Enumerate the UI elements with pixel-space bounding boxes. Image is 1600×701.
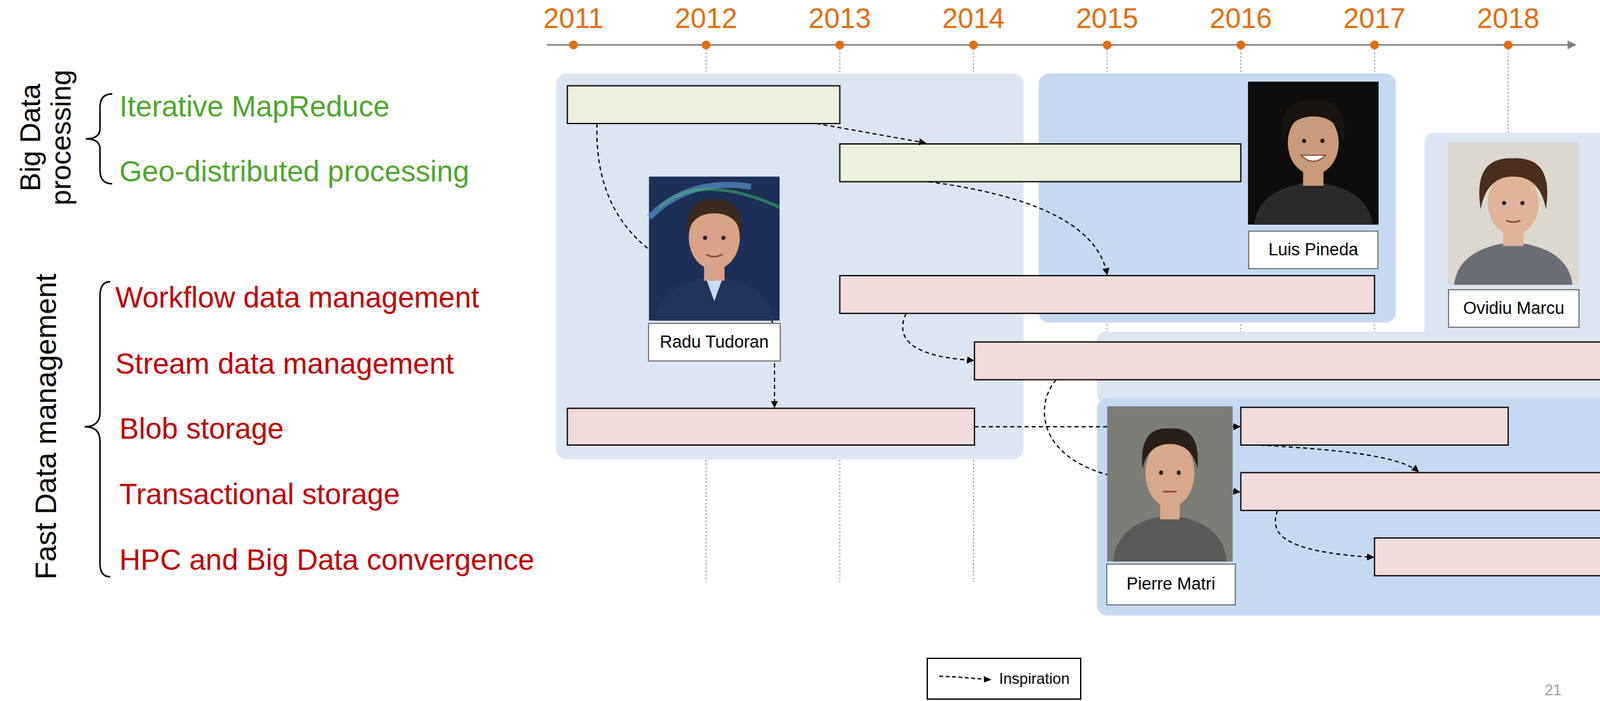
time-axis	[546, 43, 1576, 46]
name-box: Luis Pineda	[1248, 230, 1379, 270]
year-label: 2014	[942, 3, 1005, 34]
legend-arrowhead	[983, 675, 992, 683]
period-panel	[1097, 397, 1600, 616]
topic-label: Transactional storage	[119, 477, 401, 511]
legend-entry: Inspiration	[938, 669, 1070, 688]
group-brace	[84, 94, 113, 577]
name-box: Radu Tudoran	[647, 322, 781, 362]
inspiration-arrows	[596, 123, 1419, 557]
legend-text: Inspiration	[999, 669, 1070, 688]
topic-label: Stream data management	[115, 346, 454, 380]
year-label: 2013	[808, 3, 872, 34]
portrait-photo	[1447, 141, 1579, 285]
name-box: Ovidiu Marcu	[1447, 288, 1580, 328]
year-label: 2011	[543, 3, 604, 34]
topic-label: Blob storage	[119, 412, 284, 445]
portrait-photo	[649, 176, 780, 321]
year-label: 2016	[1209, 3, 1273, 34]
legend-swatch	[938, 671, 993, 686]
name-box: Pierre Matri	[1106, 563, 1236, 606]
group-title: Big Data processing	[15, 64, 78, 211]
activity-bars	[567, 85, 1600, 576]
person-name: Ovidiu Marcu	[1463, 298, 1565, 319]
year-label: 2017	[1343, 3, 1406, 34]
person-name: Pierre Matri	[1126, 574, 1216, 594]
year-label: 2012	[675, 3, 738, 34]
year-dots	[568, 40, 1513, 50]
legend-box: Inspiration	[926, 657, 1082, 700]
topic-label: Iterative MapReduce	[119, 89, 390, 123]
person-name: Luis Pineda	[1268, 239, 1359, 260]
year-label: 2018	[1477, 3, 1540, 34]
topic-label: HPC and Big Data convergence	[119, 542, 535, 576]
portrait-photo	[1107, 406, 1233, 562]
person-name: Radu Tudoran	[659, 332, 769, 352]
portrait-photo	[1248, 81, 1379, 225]
year-label: 2015	[1076, 3, 1139, 34]
topic-label: Workflow data management	[115, 280, 480, 314]
period-panel	[556, 73, 1024, 459]
legend-line	[939, 675, 984, 680]
page-number: 21	[1544, 681, 1562, 699]
group-title: Fast Data management	[29, 273, 63, 580]
topic-label: Geo-distributed processing	[119, 155, 470, 188]
